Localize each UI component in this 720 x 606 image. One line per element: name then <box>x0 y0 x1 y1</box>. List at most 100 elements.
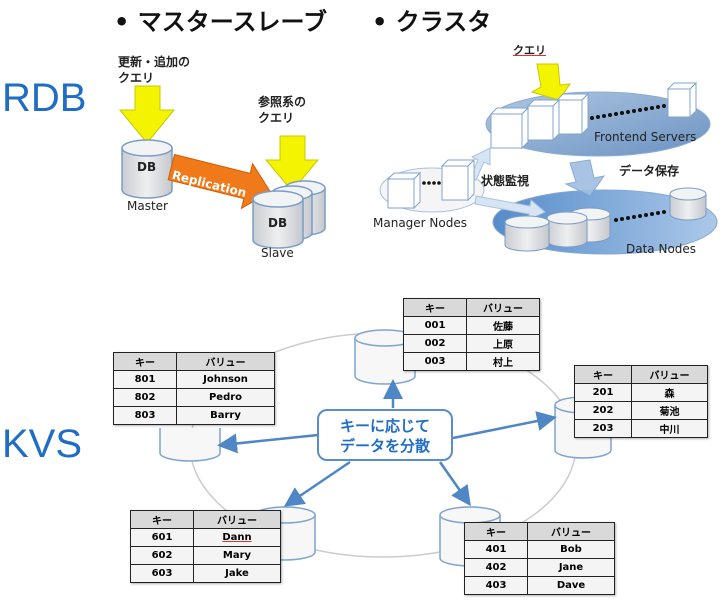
table-header-row: キーバリュー <box>403 298 540 317</box>
arrow-to-node-400 <box>438 461 471 507</box>
read-query-label: 参照系の クエリ <box>258 94 306 126</box>
data-nodes-ellipsis-dots <box>614 210 666 222</box>
cell-value: Jane <box>527 558 615 577</box>
cell-key: 002 <box>403 334 467 353</box>
query-arrow-icon <box>530 63 572 101</box>
table-header-row: キーバリュー <box>464 522 615 541</box>
manager-ellipsis-dots <box>422 181 441 185</box>
cell-key: 602 <box>130 546 194 565</box>
cell-key: 403 <box>464 576 528 595</box>
arrow-to-node-800 <box>217 433 319 454</box>
cell-value: Pedro <box>176 388 275 407</box>
cell-value: 上原 <box>466 334 540 353</box>
monitor-arrow-up-icon <box>469 147 491 181</box>
cell-value: Dann <box>193 528 281 547</box>
cell-value: Mary <box>193 546 281 565</box>
cell-value: 森 <box>631 383 708 402</box>
frontend-server-cubes-icon <box>489 81 698 150</box>
write-query-label-line2: クエリ <box>118 71 155 85</box>
header-key: キー <box>403 298 467 317</box>
header-value: バリュー <box>176 352 275 371</box>
callout-line1: キーに応じて <box>339 417 430 435</box>
manager-node-cubes-icon <box>386 158 476 210</box>
monitor-label: 状態監視 <box>481 174 530 188</box>
header-value: バリュー <box>631 365 708 384</box>
rdb-section-label: RDB <box>2 76 87 120</box>
arrow-to-node-200 <box>452 411 557 440</box>
cell-value: Barry <box>176 406 275 425</box>
table-header-row: キーバリュー <box>113 352 275 371</box>
cell-value: 中川 <box>631 419 708 438</box>
cell-value: 佐藤 <box>466 316 540 335</box>
slave-db-cylinders-icon <box>252 180 326 249</box>
cell-value: Dave <box>527 576 615 595</box>
slave-db-label: DB <box>268 216 288 230</box>
header-value: バリュー <box>466 298 540 317</box>
manager-nodes-label: Manager Nodes <box>373 216 467 230</box>
cell-key: 401 <box>464 540 528 559</box>
store-arrow-icon <box>564 159 606 197</box>
table-header-row: キーバリュー <box>130 510 281 529</box>
read-query-arrow-icon <box>264 135 320 192</box>
master-db-label: DB <box>137 160 157 174</box>
query-label: クエリ <box>513 44 546 57</box>
write-query-arrow-icon <box>118 85 176 144</box>
cell-key: 601 <box>130 528 194 547</box>
frontend-servers-label: Frontend Servers <box>594 130 697 144</box>
header-value: バリュー <box>193 510 281 529</box>
cell-value: 村上 <box>466 352 540 371</box>
write-query-label: 更新・追加の クエリ <box>118 54 190 86</box>
data-nodes-label: Data Nodes <box>626 242 697 256</box>
monitor-arrow-down-icon <box>474 195 546 221</box>
cell-value: Jake <box>193 564 281 583</box>
slave-caption: Slave <box>261 246 294 260</box>
distribution-callout: キーに応じて データを分散 <box>317 409 453 461</box>
arrow-to-node-600 <box>283 460 351 507</box>
cell-value: 菊池 <box>631 401 708 420</box>
master-slave-diagram <box>118 63 718 255</box>
callout-line2: データを分散 <box>339 437 430 455</box>
master-db-cylinder-icon <box>121 139 173 199</box>
cell-key: 203 <box>574 419 632 438</box>
header-key: キー <box>574 365 632 384</box>
cell-key: 802 <box>113 388 177 407</box>
table-header-row: キーバリュー <box>574 365 708 384</box>
data-node-cylinders-icon <box>504 187 707 252</box>
master-caption: Master <box>127 199 168 213</box>
cell-key: 202 <box>574 401 632 420</box>
header-key: キー <box>113 352 177 371</box>
cell-key: 001 <box>403 316 467 335</box>
cell-key: 801 <box>113 370 177 389</box>
read-query-label-line2: クエリ <box>258 111 295 125</box>
cell-key: 803 <box>113 406 177 425</box>
frontend-ellipsis-dots <box>590 104 666 120</box>
cell-value: Bob <box>527 540 615 559</box>
master-slave-title: • マスタースレーブ <box>114 8 328 36</box>
kvs-section-label: KVS <box>2 422 83 466</box>
header-key: キー <box>130 510 194 529</box>
header-value: バリュー <box>527 522 615 541</box>
cell-key: 003 <box>403 352 467 371</box>
store-label: データ保存 <box>619 164 680 178</box>
write-query-label-line1: 更新・追加の <box>118 55 191 69</box>
cell-key: 603 <box>130 564 194 583</box>
cell-key: 201 <box>574 383 632 402</box>
